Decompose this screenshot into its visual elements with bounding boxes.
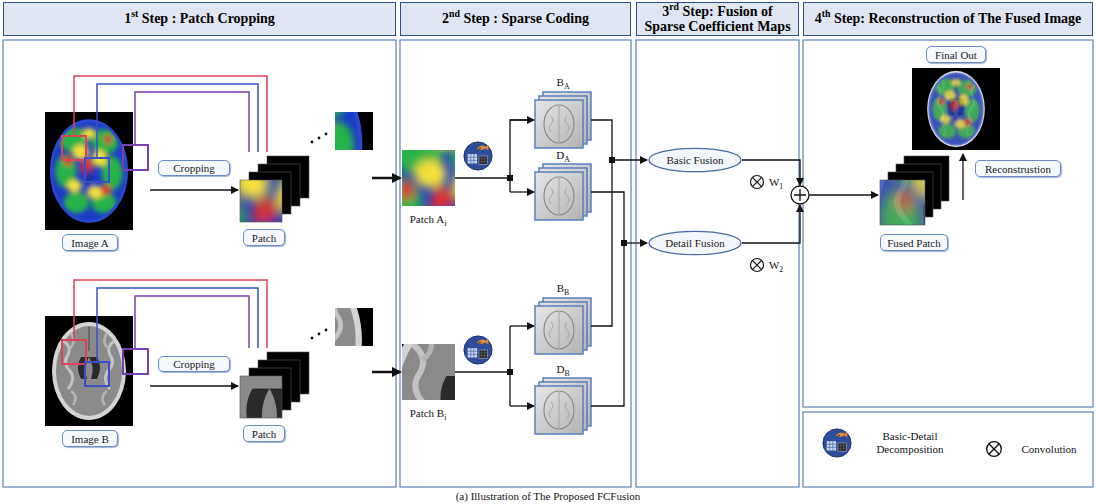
node-text: Patch — [252, 232, 276, 244]
ordinal-suffix: th — [822, 9, 831, 20]
subscript: 1 — [779, 182, 783, 191]
ellipse-shape — [649, 148, 741, 171]
image-tag: Image B — [62, 430, 118, 447]
fusion-ellipse: Detail Fusion — [648, 230, 742, 256]
node-text: Reconstrustion — [985, 163, 1051, 175]
node-text: Image B — [71, 433, 109, 445]
figure-caption: (a) Illustration of The Proposed FCFusio… — [456, 490, 641, 502]
patch-tag: Patch — [243, 425, 285, 442]
figure-label: BA — [557, 76, 570, 88]
subscript: B — [564, 369, 569, 378]
figure-label: DA — [556, 149, 570, 161]
process-tag: Cropping — [158, 160, 230, 176]
legend-swatch — [985, 440, 1003, 458]
legend-entry: Basic-Detail Decomposition — [822, 428, 962, 458]
step-header: 1st Step : Patch Cropping — [3, 2, 396, 36]
node-text: 2nd Step : Sparse Coding — [442, 11, 589, 26]
node-text: 3rd Step: Fusion of Sparse Coefficient M… — [641, 4, 794, 35]
figure-label: BB — [557, 282, 569, 294]
ordinal-suffix: nd — [449, 9, 460, 20]
subscript: i — [444, 219, 446, 228]
ellipse-shape — [649, 231, 741, 254]
figure-label: Patch Ai — [410, 213, 447, 225]
node-text: Detail Fusion — [665, 237, 725, 249]
node-text: Cropping — [173, 162, 215, 174]
node-text: Fused Patch — [887, 237, 940, 249]
step-header: 2nd Step : Sparse Coding — [400, 2, 631, 36]
subscript: i — [444, 413, 446, 422]
subscript: A — [564, 155, 570, 164]
ordinal-suffix: rd — [669, 1, 679, 12]
process-tag: Cropping — [158, 356, 230, 372]
node-text: Image A — [71, 237, 109, 249]
subscript: 2 — [779, 265, 783, 274]
node-text: Cropping — [173, 358, 215, 370]
patch-tag: Patch — [243, 229, 285, 246]
subscript: B — [564, 288, 569, 297]
patch-tag: Fused Patch — [880, 234, 948, 251]
subscript: A — [564, 82, 570, 91]
legend-symbol — [987, 442, 1002, 457]
node-text: Patch — [252, 428, 276, 440]
figure-label: W1 — [769, 176, 783, 188]
legend-text: Convolution — [1009, 443, 1089, 456]
process-tag: Reconstrustion — [975, 160, 1061, 177]
node-text: 4th Step: Reconstruction of The Fused Im… — [815, 11, 1082, 26]
output-tag: Final Out — [926, 46, 986, 63]
legend-entry: Convolution — [985, 440, 1089, 458]
node-text: Basic Fusion — [666, 154, 723, 166]
step-header: 4th Step: Reconstruction of The Fused Im… — [803, 2, 1093, 36]
legend-swatch — [822, 428, 852, 458]
legend-text: Basic-Detail Decomposition — [858, 430, 962, 455]
figure-label: W2 — [769, 259, 783, 271]
node-text: 1st Step : Patch Cropping — [124, 11, 275, 26]
figure-label: Patch Bi — [410, 407, 447, 419]
fusion-ellipse: Basic Fusion — [648, 147, 742, 173]
figure-label: DB — [556, 363, 569, 375]
image-tag: Image A — [62, 234, 118, 251]
node-text: Final Out — [935, 49, 977, 61]
step-header: 3rd Step: Fusion of Sparse Coefficient M… — [636, 2, 799, 36]
ordinal-suffix: st — [131, 9, 138, 20]
legend-symbol — [823, 429, 851, 457]
